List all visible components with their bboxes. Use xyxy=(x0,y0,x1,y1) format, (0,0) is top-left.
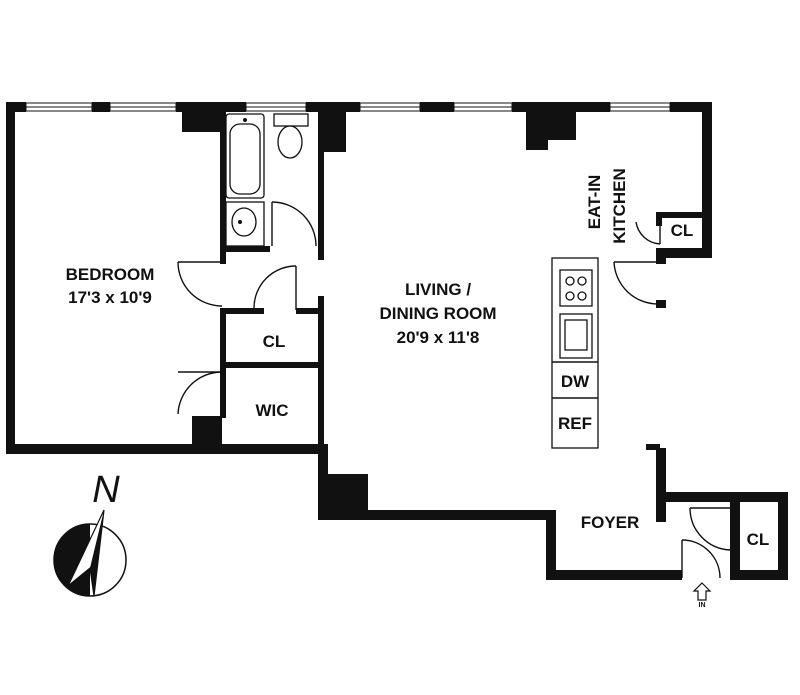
entry-label: IN xyxy=(699,602,706,609)
toilet-tank xyxy=(273,113,309,127)
interior-walls xyxy=(220,110,706,450)
kitchen-label-line1: EAT-IN xyxy=(585,175,604,229)
living-dims: 20'9 x 11'8 xyxy=(397,328,480,347)
room-labels: BEDROOM 17'3 x 10'9 LIVING / DINING ROOM… xyxy=(66,168,770,549)
foyer-closet-label: CL xyxy=(747,530,770,549)
windows xyxy=(25,102,671,112)
kitchen-closet-label: CL xyxy=(671,221,694,240)
doors xyxy=(177,201,731,579)
stove xyxy=(559,269,593,307)
toilet-bowl xyxy=(277,125,303,159)
north-label: N xyxy=(92,469,120,511)
living-label-line2: DINING ROOM xyxy=(379,304,496,323)
exterior-walls xyxy=(6,102,788,580)
hall-closet-label: CL xyxy=(263,332,286,351)
refrigerator-label: REF xyxy=(558,414,592,433)
north-compass: N xyxy=(53,469,127,597)
columns xyxy=(182,110,576,520)
foyer-label: FOYER xyxy=(581,513,640,532)
bedroom-dims: 17'3 x 10'9 xyxy=(68,288,152,307)
sink-basin xyxy=(231,207,257,237)
bedroom-label: BEDROOM xyxy=(66,265,155,284)
bathroom-fixtures xyxy=(225,113,309,247)
entry-arrow: IN xyxy=(692,582,712,609)
living-label-line1: LIVING / xyxy=(405,280,471,299)
wic-label: WIC xyxy=(255,401,288,420)
dishwasher-label: DW xyxy=(561,372,590,391)
kitchen-counter xyxy=(551,257,599,449)
kitchen-label-line2: KITCHEN xyxy=(610,168,629,244)
